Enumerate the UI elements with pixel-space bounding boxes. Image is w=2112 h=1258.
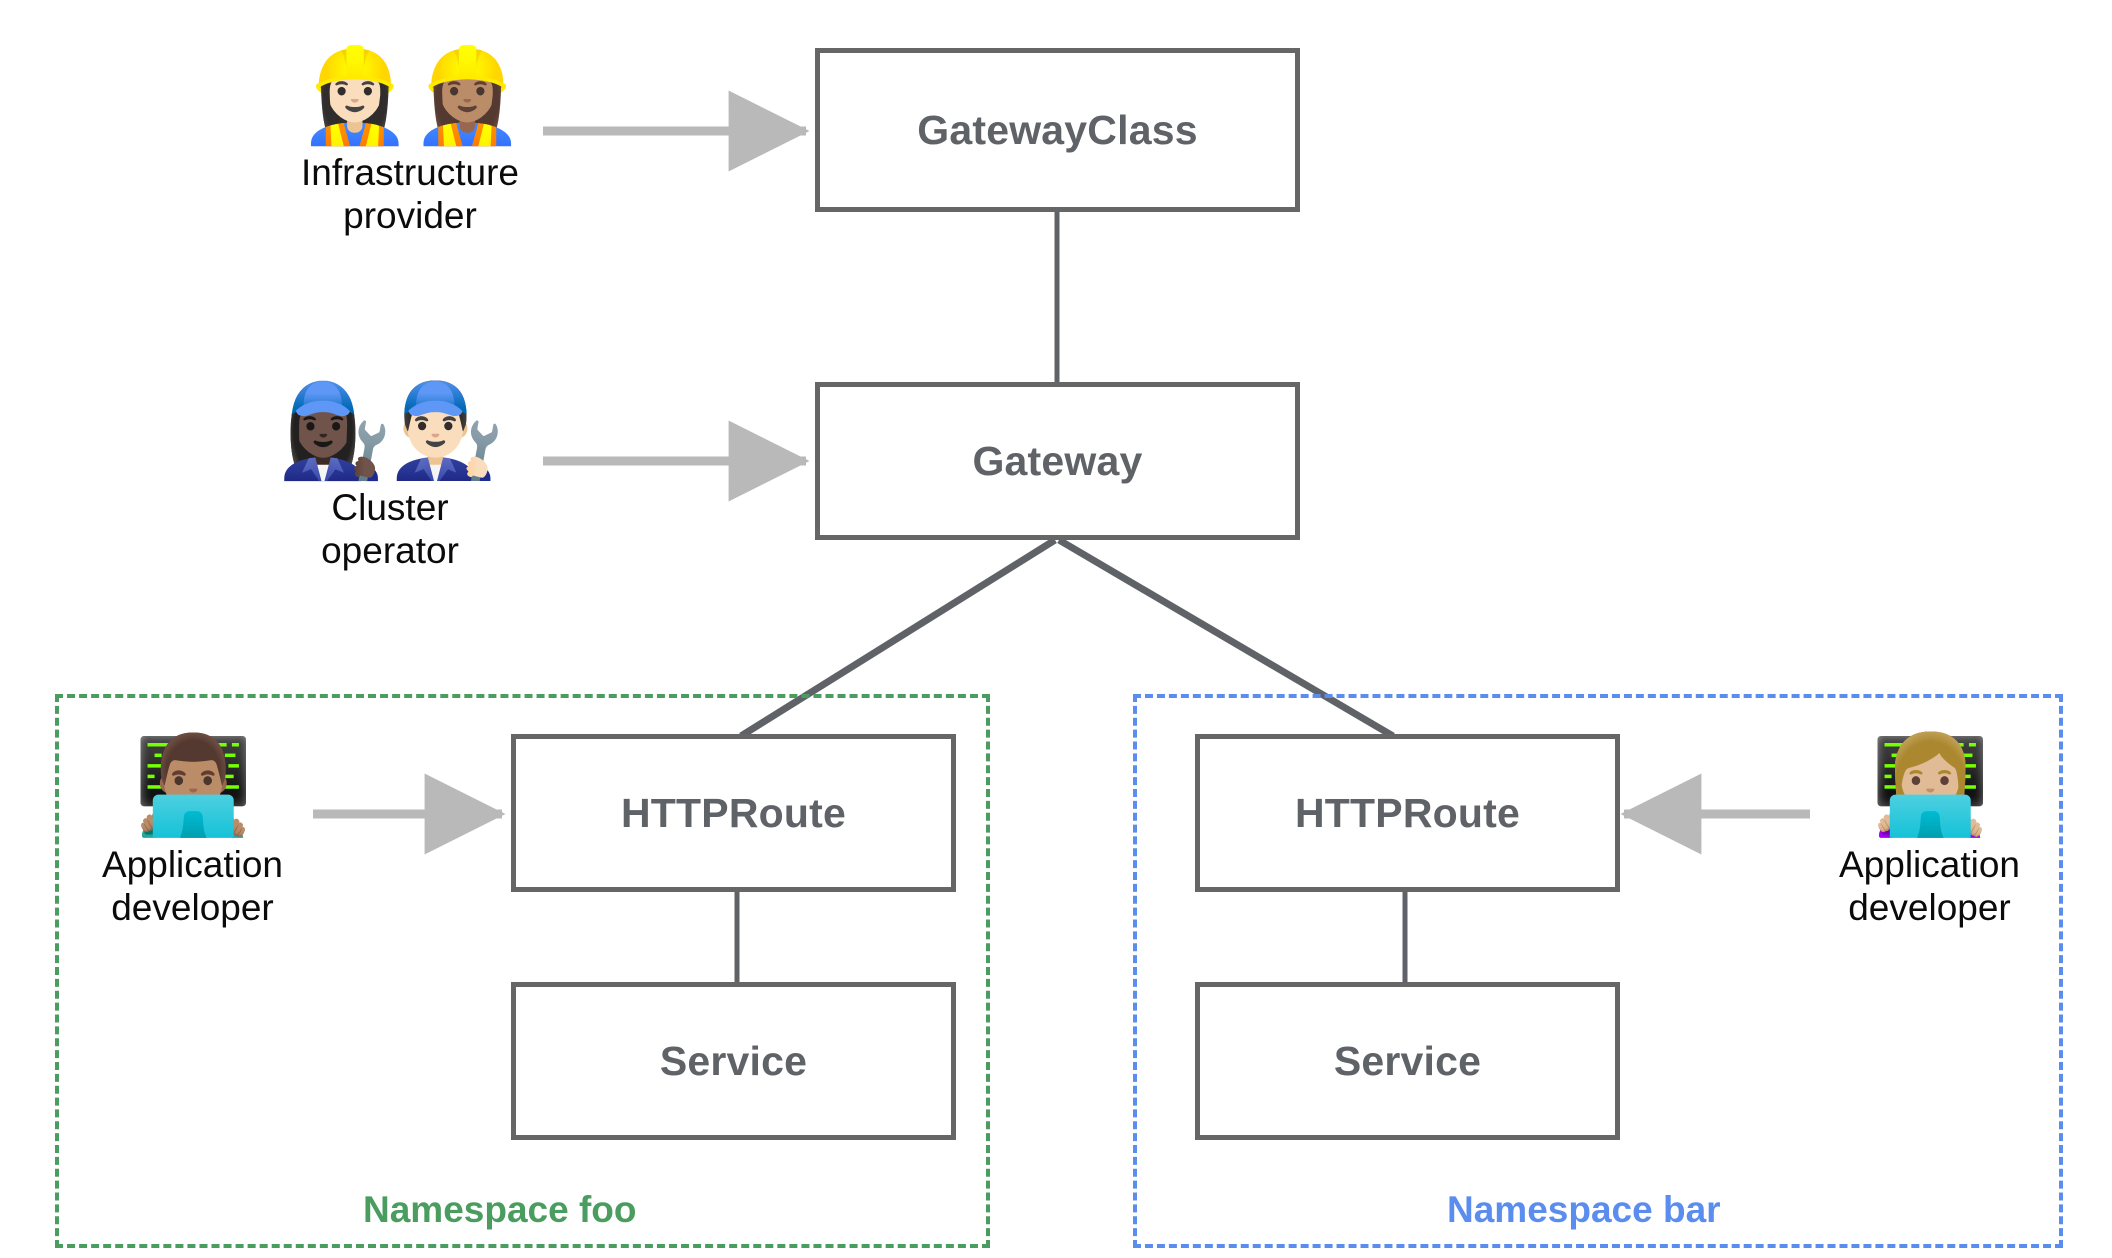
box-httproute-bar-label: HTTPRoute bbox=[1295, 789, 1520, 836]
woman-technologist-icon: 👩🏼‍💻 bbox=[1870, 732, 1991, 839]
construction-worker-icon: 👷🏻‍♀️👷🏽‍♀️ bbox=[297, 45, 524, 147]
persona-infrastructure-provider-label: Infrastructure provider bbox=[301, 151, 519, 237]
box-service-foo-label: Service bbox=[659, 1037, 808, 1084]
box-gateway-label: Gateway bbox=[972, 437, 1143, 484]
box-httproute-foo-label: HTTPRoute bbox=[621, 789, 846, 836]
mechanic-icon: 👩🏿‍🔧👨🏻‍🔧 bbox=[277, 380, 504, 482]
namespace-group-foo bbox=[55, 694, 990, 1248]
persona-application-developer-bar-label: Application developer bbox=[1838, 843, 2020, 929]
box-gateway[interactable]: Gateway bbox=[815, 382, 1300, 540]
persona-cluster-operator: 👩🏿‍🔧👨🏻‍🔧 Cluster operator bbox=[250, 383, 530, 573]
persona-cluster-operator-label: Cluster operator bbox=[321, 486, 459, 572]
persona-application-developer-bar: 👩🏼‍💻 Application developer bbox=[1822, 732, 2037, 930]
persona-infrastructure-provider: 👷🏻‍♀️👷🏽‍♀️ Infrastructure provider bbox=[270, 48, 550, 238]
box-httproute-bar[interactable]: HTTPRoute bbox=[1195, 734, 1620, 892]
box-gatewayclass[interactable]: GatewayClass bbox=[815, 48, 1300, 212]
box-gatewayclass-label: GatewayClass bbox=[917, 106, 1198, 153]
namespace-label-bar: Namespace bar bbox=[1447, 1189, 1721, 1230]
box-httproute-foo[interactable]: HTTPRoute bbox=[511, 734, 956, 892]
box-service-foo[interactable]: Service bbox=[511, 982, 956, 1140]
box-service-bar[interactable]: Service bbox=[1195, 982, 1620, 1140]
namespace-group-bar bbox=[1133, 694, 2063, 1248]
box-service-bar-label: Service bbox=[1333, 1037, 1482, 1084]
persona-application-developer-foo: 👨🏽‍💻 Application developer bbox=[85, 732, 300, 930]
persona-application-developer-foo-label: Application developer bbox=[101, 843, 283, 929]
namespace-label-foo: Namespace foo bbox=[363, 1189, 637, 1230]
man-technologist-icon: 👨🏽‍💻 bbox=[133, 732, 254, 839]
